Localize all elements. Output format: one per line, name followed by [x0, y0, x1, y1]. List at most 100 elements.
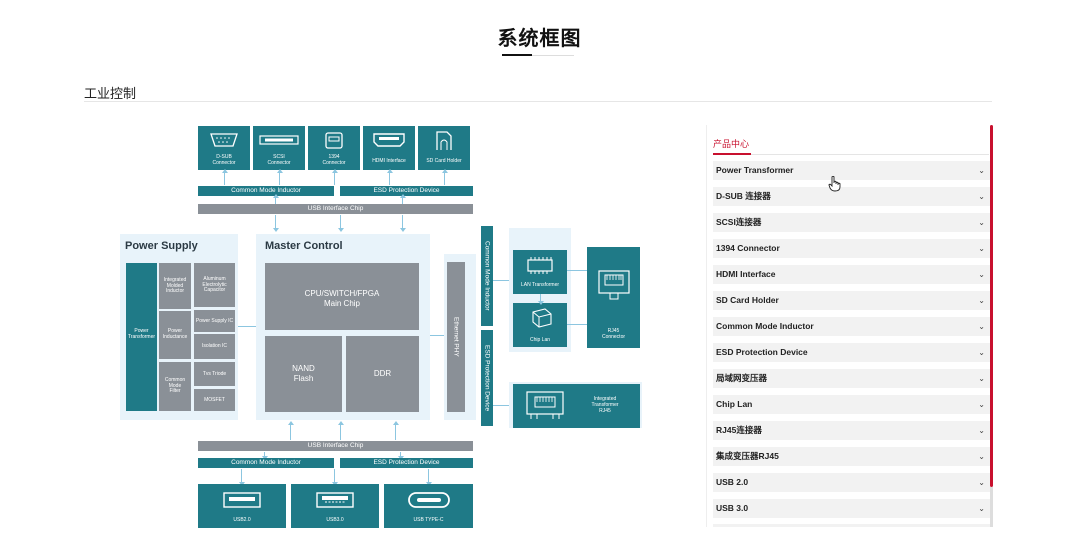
power-inductance-block: Power Inductance: [159, 311, 191, 359]
sidebar-item-label: USB 3.0: [716, 503, 749, 513]
sidebar-item-hdmi[interactable]: HDMI Interface ⌄: [713, 265, 990, 284]
sidebar-scrollbar-track[interactable]: [990, 487, 993, 527]
dsub-connector-box: D-SUB Connector: [198, 126, 250, 170]
sidebar-item-integrated-rj45[interactable]: 集成变压器RJ45⌄: [713, 447, 990, 466]
arrow: [392, 421, 399, 440]
lan-transformer-block: LAN Transformer: [513, 250, 567, 294]
power-supply-ic-label: Power Supply IC: [195, 318, 234, 324]
chevron-down-icon: ⌄: [978, 478, 985, 487]
sidebar-item-label: SD Card Holder: [716, 295, 779, 305]
cpu-main-chip-label: CPU/SWITCH/FPGA Main Chip: [304, 289, 380, 308]
sidebar-item-lan-transformer[interactable]: 局域网变压器⌄: [713, 369, 990, 388]
title-underline: [502, 54, 532, 56]
sidebar-item-common-mode-inductor[interactable]: Common Mode Inductor⌄: [713, 317, 990, 336]
product-sidebar: 产品中心 Power Transformer⌄ D-SUB 连接器⌄ SCSI连…: [706, 125, 993, 527]
1394-connector-label: 1394 Connector: [322, 154, 346, 166]
sidebar-item-label: 集成变压器RJ45: [716, 451, 779, 461]
sidebar-item-rj45[interactable]: RJ45连接器 ⌄: [713, 421, 990, 440]
sidebar-item-dsub[interactable]: D-SUB 连接器 ⌄: [713, 187, 990, 206]
sd-card-holder-box: SD Card Holder: [418, 126, 470, 170]
hdmi-icon: [373, 133, 405, 147]
sd-card-holder-label: SD Card Holder: [426, 158, 462, 164]
dsub-icon: [210, 133, 238, 147]
chevron-down-icon: ⌄: [978, 192, 985, 201]
sidebar-heading: 产品中心: [713, 139, 750, 149]
chip-lan-icon: [532, 308, 552, 328]
sidebar-item-label: Power Transformer: [716, 165, 794, 175]
side-esd-protection-device: ESD Protection Device: [481, 330, 493, 426]
top-usb-interface-chip: USB Interface Chip: [198, 204, 473, 214]
arrow: [399, 194, 406, 204]
usbc-icon: [407, 492, 450, 508]
integrated-inductor-label: Integrated Molded Inductor: [163, 277, 187, 294]
ddr-block: DDR: [346, 336, 419, 412]
system-block-diagram: D-SUB Connector SCSI Connector 1394 Conn…: [120, 126, 642, 528]
rj45-connector-label: RJ45 Connector: [601, 328, 626, 340]
arrow: [238, 326, 256, 327]
sidebar-item-label: ESD Protection Device: [716, 347, 808, 357]
aluminum-capacitor-label: Aluminum Electrolytic Capacitor: [202, 276, 227, 293]
nand-flash-block: NAND Flash: [265, 336, 342, 412]
usb2-port-box: USB2.0: [198, 484, 286, 528]
rj45-connector-block: RJ45 Connector: [587, 247, 640, 348]
lan-transformer-label: LAN Transformer: [520, 282, 560, 288]
sidebar-item-sd-card[interactable]: SD Card Holder⌄: [713, 291, 990, 310]
usb-type-c-label: USB TYPE-C: [413, 517, 444, 523]
sidebar-item-usb3[interactable]: USB 3.0⌄: [713, 499, 990, 518]
chevron-down-icon: ⌄: [978, 400, 985, 409]
arrow: [221, 169, 228, 185]
arrow: [430, 335, 444, 336]
sidebar-heading-divider: [713, 154, 989, 155]
aluminum-capacitor-block: Aluminum Electrolytic Capacitor: [194, 263, 235, 307]
chevron-down-icon: ⌄: [978, 426, 985, 435]
power-transformer-label: Power Transformer: [127, 328, 156, 340]
sidebar-item-usb2[interactable]: USB 2.0 ⌄: [713, 473, 990, 492]
master-control-title: Master Control: [265, 240, 343, 252]
chevron-down-icon: ⌄: [978, 374, 985, 383]
chip-lan-block: Chip Lan: [513, 303, 567, 347]
sidebar-item-scsi[interactable]: SCSI连接器⌄: [713, 213, 990, 232]
usb3-port-box: USB3.0: [291, 484, 379, 528]
common-mode-filter-label: Common Mode Filter: [164, 377, 186, 394]
transformer-icon: [527, 257, 553, 274]
power-transformer-block: Power Transformer: [126, 263, 157, 411]
arrow: [493, 405, 511, 406]
arrow: [399, 215, 406, 232]
page-title: 系统框图: [497, 28, 582, 50]
ddr-label: DDR: [373, 369, 392, 378]
sidebar-scrollbar-thumb[interactable]: [990, 125, 993, 487]
1394-connector-box: 1394 Connector: [308, 126, 360, 170]
integrated-molded-inductor-block: Integrated Molded Inductor: [159, 263, 191, 309]
sidebar-heading-accent: [713, 153, 751, 155]
top-common-mode-inductor: Common Mode Inductor: [198, 186, 334, 196]
sidebar-item-chip-lan[interactable]: Chip Lan⌄: [713, 395, 990, 414]
sidebar-item-label: RJ45连接器: [716, 425, 762, 435]
sidebar-item-label: D-SUB 连接器: [716, 191, 771, 201]
sidebar-item-power-transformer[interactable]: Power Transformer⌄: [713, 161, 990, 180]
arrow: [272, 215, 279, 232]
sidebar-item-1394[interactable]: 1394 Connector⌄: [713, 239, 990, 258]
bottom-common-mode-inductor: Common Mode Inductor: [198, 458, 334, 468]
sidebar-item-esd[interactable]: ESD Protection Device⌄: [713, 343, 990, 362]
arrow: [331, 469, 338, 486]
power-inductance-label: Power Inductance: [162, 328, 188, 340]
mosfet-label: MOSFET: [204, 397, 225, 403]
chevron-down-icon: ⌄: [978, 322, 985, 331]
hdmi-interface-label: HDMI Interface: [372, 158, 406, 164]
dsub-connector-label: D-SUB Connector: [212, 154, 236, 166]
section-label: 工业控制: [84, 87, 137, 102]
nand-flash-label: NAND Flash: [292, 364, 315, 383]
power-supply-ic-block: Power Supply IC: [194, 310, 235, 332]
chevron-down-icon: ⌄: [978, 244, 985, 253]
tvs-triode-block: Tvs Triode: [194, 362, 235, 386]
sidebar-item-label: HDMI Interface: [716, 269, 776, 279]
tvs-triode-label: Tvs Triode: [202, 371, 227, 377]
bottom-esd-protection-device: ESD Protection Device: [340, 458, 473, 468]
arrow: [397, 452, 404, 460]
arrow: [287, 421, 294, 440]
sidebar-item-label: USB 2.0: [716, 477, 749, 487]
chevron-down-icon: ⌄: [978, 270, 985, 279]
chevron-down-icon: ⌄: [978, 218, 985, 227]
arrow: [537, 294, 544, 305]
side-common-mode-inductor: Common Mode Inductor: [481, 226, 493, 326]
